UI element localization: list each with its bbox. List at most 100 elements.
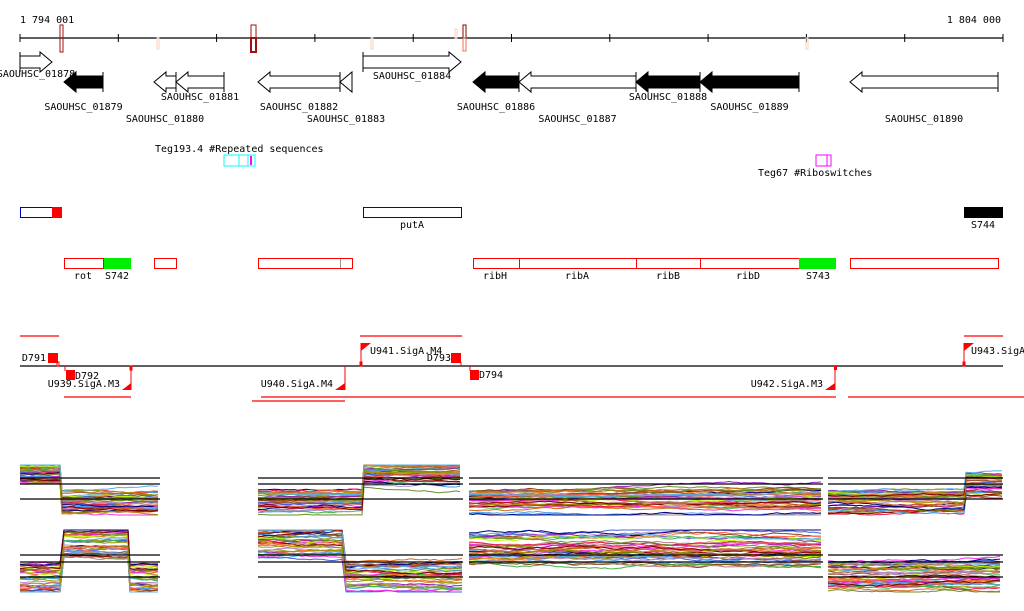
gene-label: SAOUHSC_01882 (260, 102, 338, 113)
expression-line (257, 540, 463, 578)
srna-s744[interactable] (964, 207, 1003, 218)
promoter-label: D794 (479, 370, 503, 381)
transcript-puta[interactable] (363, 207, 462, 218)
transcript-box[interactable] (20, 207, 53, 218)
expression-line (827, 486, 1003, 511)
gene-arrow[interactable] (339, 70, 353, 94)
terminator-d793[interactable] (451, 353, 461, 363)
expression-line (827, 555, 1001, 564)
gene-label: SAOUHSC_01890 (885, 114, 963, 125)
gene-arrow[interactable] (699, 70, 800, 94)
expression-line (828, 587, 1001, 593)
expression-line (20, 551, 158, 593)
expression-line (19, 529, 159, 567)
transcript-rot[interactable] (64, 258, 104, 269)
riboswitch-label: Teg67 #Riboswitches (758, 168, 872, 179)
expression-line (19, 530, 159, 571)
gene-arrow[interactable] (362, 50, 462, 74)
gene-arrow[interactable] (635, 70, 701, 94)
terminator-d792[interactable] (66, 370, 75, 380)
expression-line (19, 547, 159, 590)
marker[interactable] (59, 24, 64, 53)
expression-line (19, 545, 159, 588)
marker[interactable] (462, 24, 467, 39)
gene-arrow[interactable] (849, 70, 999, 94)
gene-label: SAOUHSC_01884 (373, 71, 451, 82)
expression-line (827, 571, 1001, 577)
promoter-u942[interactable] (825, 383, 835, 390)
expression-line (827, 490, 1003, 510)
gene-arrow[interactable] (19, 50, 53, 74)
expression-line (827, 576, 1001, 583)
transcript-ribh[interactable] (473, 258, 520, 269)
expression-line (19, 535, 159, 576)
transcript-ribd[interactable] (700, 258, 800, 269)
expression-line (257, 529, 463, 568)
expression-line (257, 529, 463, 575)
transcript-label: ribB (656, 271, 680, 282)
marker[interactable] (462, 37, 467, 52)
expression-line (19, 482, 159, 515)
terminator-d791[interactable] (48, 353, 58, 363)
transcript-label: ribD (736, 271, 760, 282)
promoter-u940[interactable] (335, 383, 345, 390)
expression-line (257, 464, 460, 496)
expression-line (19, 472, 159, 508)
expression-line (257, 556, 462, 593)
transcript-box[interactable] (154, 258, 177, 269)
gene-arrow[interactable] (518, 70, 637, 94)
gene-arrow[interactable] (153, 70, 177, 94)
expression-line (827, 579, 1001, 587)
promoter-track: D791 D792 U939.SigA.M3 U940.SigA.M4 U941… (20, 335, 1024, 402)
expression-line (257, 533, 463, 571)
promoter-u941[interactable] (361, 343, 371, 351)
expression-line (468, 492, 822, 499)
expression-line (19, 545, 159, 587)
promoter-u943[interactable] (964, 343, 974, 351)
transcript-label: S742 (105, 271, 129, 282)
expression-line (468, 547, 822, 556)
promoter-label: D792 (75, 371, 99, 382)
transcript-ribb[interactable] (636, 258, 701, 269)
transcript-riba[interactable] (519, 258, 637, 269)
gene-arrow[interactable] (472, 70, 520, 94)
transcript-label: putA (400, 220, 424, 231)
transcript-box[interactable] (258, 258, 353, 269)
expression-profiles (19, 464, 1003, 593)
riboswitch-box[interactable] (815, 154, 828, 167)
gene-arrow[interactable] (63, 70, 104, 94)
expression-line (827, 589, 1000, 593)
expression-line (827, 470, 1003, 492)
promoter-label: U940.SigA.M4 (261, 379, 333, 390)
expression-line (468, 487, 822, 496)
gene-label: SAOUHSC_01889 (710, 102, 788, 113)
terminator-d794[interactable] (470, 370, 479, 380)
srna-s743[interactable] (799, 258, 836, 269)
expression-line (468, 480, 822, 493)
srna-s742[interactable] (104, 258, 131, 269)
transcript-label: S744 (971, 220, 995, 231)
expression-line (19, 468, 159, 503)
expression-line (468, 535, 822, 550)
promoter-u939[interactable] (122, 383, 131, 390)
gene-arrow[interactable] (257, 70, 341, 94)
transcript-box[interactable] (850, 258, 999, 269)
expression-line (19, 531, 159, 576)
promoter-label: D791 (22, 353, 46, 364)
expression-line (19, 477, 159, 512)
expression-line (827, 565, 1001, 573)
transcript-label: ribH (483, 271, 507, 282)
transcript-label: ribA (565, 271, 589, 282)
gene-label: SAOUHSC_01880 (126, 114, 204, 125)
expression-line (20, 466, 159, 500)
repeat-box[interactable] (247, 154, 256, 167)
expression-line (827, 579, 1001, 586)
gene-label: SAOUHSC_01886 (457, 102, 535, 113)
gene-arrow[interactable] (175, 70, 225, 94)
expression-line (827, 483, 1003, 504)
expression-line (827, 583, 1001, 589)
expression-line (827, 491, 1003, 513)
repeat-box[interactable] (223, 154, 240, 167)
repeat-box[interactable] (238, 154, 249, 167)
